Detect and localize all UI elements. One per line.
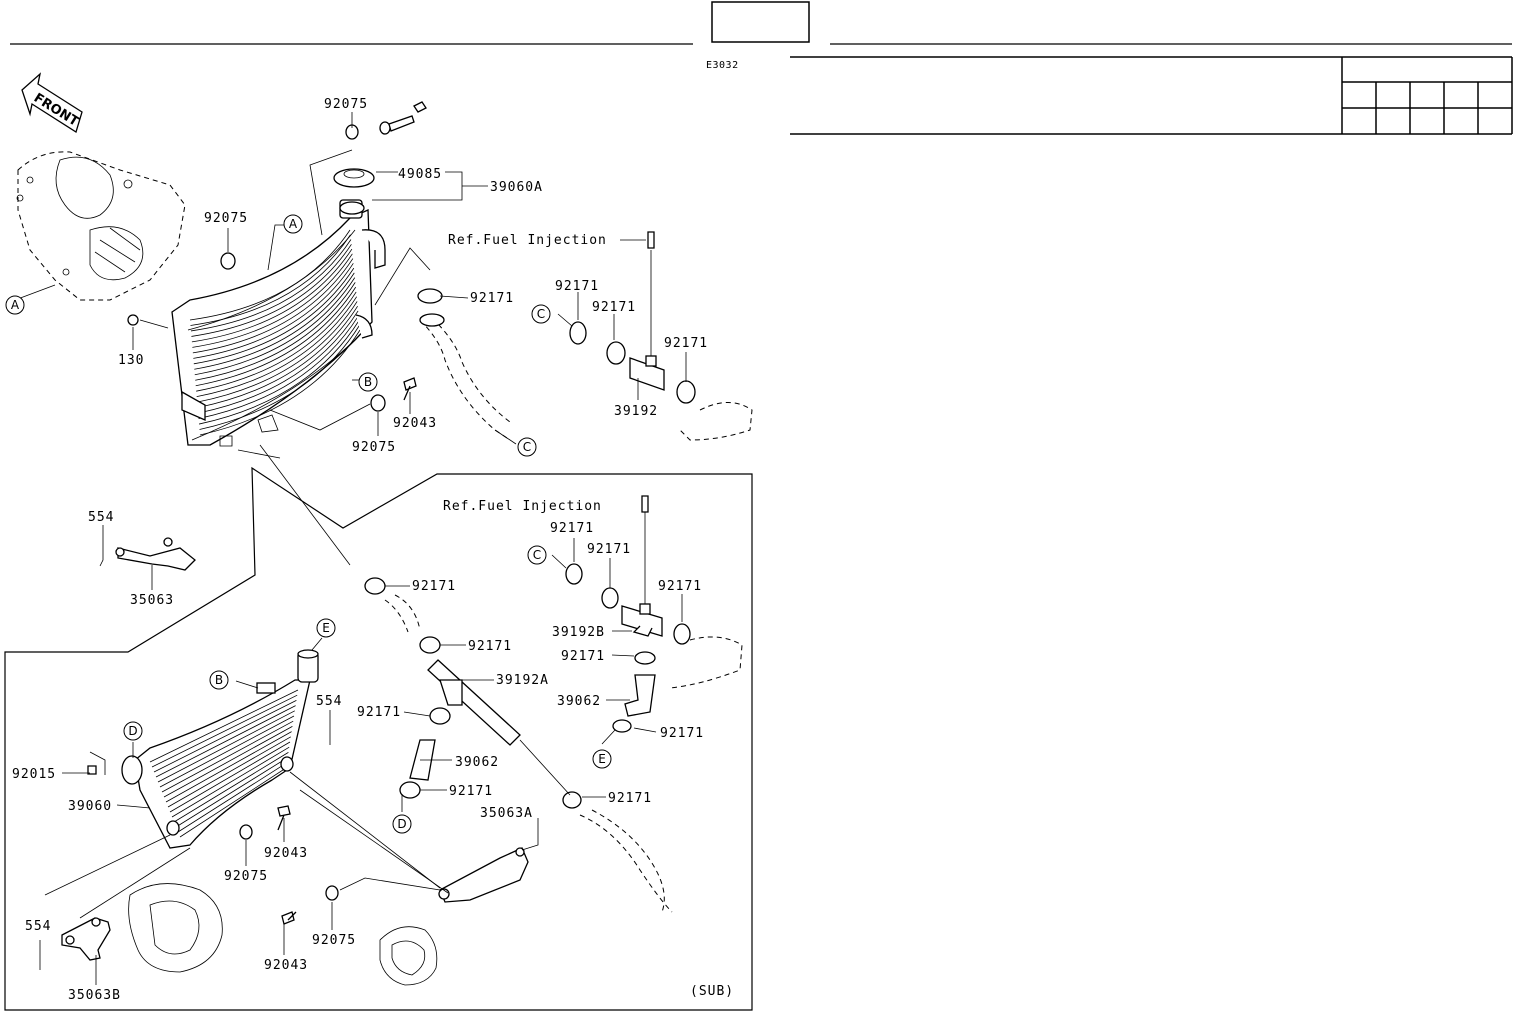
grommet-sub-a — [239, 824, 253, 840]
t-joint-upper — [569, 231, 753, 441]
callout-D1: D — [123, 721, 143, 741]
hose-upper — [417, 288, 511, 441]
callout-C3: C — [527, 545, 547, 565]
svg-text:E: E — [322, 621, 330, 635]
label-92171-e: 92171 — [550, 521, 594, 536]
info-table — [790, 56, 1513, 135]
label-39060: 39060 — [68, 799, 112, 814]
svg-text:A: A — [11, 298, 20, 312]
label-sub: (SUB) — [690, 984, 734, 999]
label-92171-d: 92171 — [664, 336, 708, 351]
bolt-92043-a — [403, 377, 417, 401]
grommet-left — [220, 252, 236, 270]
label-92043-b: 92043 — [264, 846, 308, 861]
label-92015: 92015 — [12, 767, 56, 782]
svg-text:C: C — [523, 440, 531, 454]
label-92171-m: 92171 — [449, 784, 493, 799]
svg-text:D: D — [128, 724, 137, 738]
radiator-main — [171, 199, 386, 447]
label-92075-c: 92075 — [224, 869, 268, 884]
label-92075-b: 92075 — [352, 440, 396, 455]
svg-text:C: C — [533, 548, 541, 562]
callout-E2: E — [592, 749, 612, 769]
svg-text:A: A — [289, 217, 298, 231]
radiator-cap — [333, 168, 375, 215]
label-92171-b: 92171 — [555, 279, 599, 294]
callout-A2: A — [5, 295, 25, 315]
label-92171-h: 92171 — [412, 579, 456, 594]
label-554-a: 554 — [88, 510, 114, 525]
label-92075-d: 92075 — [312, 933, 356, 948]
label-554-b: 554 — [316, 694, 342, 709]
label-92075-left: 92075 — [204, 211, 248, 226]
sub-frame — [4, 466, 753, 1011]
hoses-sub — [364, 495, 743, 913]
radiator-sub — [121, 649, 319, 849]
part-labels: 92075 49085 39060A 92075 130 92171 92171… — [12, 97, 734, 1003]
bracket-35063 — [99, 525, 196, 590]
label-92043-a: 92043 — [393, 416, 437, 431]
label-39192: 39192 — [614, 404, 658, 419]
callout-B2: B — [209, 670, 229, 690]
engine-cover-sub-left — [128, 883, 223, 973]
bolt-sub-a — [277, 805, 291, 831]
link-line-sub2 — [237, 449, 281, 459]
label-39192A: 39192A — [496, 673, 549, 688]
label-49085: 49085 — [398, 167, 442, 182]
label-39060A: 39060A — [490, 180, 543, 195]
callout-D2: D — [392, 814, 412, 834]
callout-C2: C — [517, 437, 537, 457]
bracket-35063A — [438, 847, 529, 903]
label-39062-b: 39062 — [455, 755, 499, 770]
svg-text:B: B — [364, 375, 372, 389]
frame-outline — [16, 151, 186, 301]
bracket-35063B — [61, 917, 111, 961]
top-bolt-group — [345, 101, 427, 140]
clip-92015 — [87, 765, 97, 775]
label-92171-l: 92171 — [660, 726, 704, 741]
callout-A1: A — [283, 214, 303, 234]
svg-text:C: C — [537, 307, 545, 321]
bolt-130 — [127, 314, 139, 326]
link-line-sub — [259, 444, 351, 566]
label-92075-top: 92075 — [324, 97, 368, 112]
label-ref-upper: Ref.Fuel Injection — [448, 233, 607, 248]
leaders-upper — [14, 112, 687, 445]
label-35063: 35063 — [130, 593, 174, 608]
diagram-code: E3032 — [706, 60, 739, 71]
label-92171-i: 92171 — [468, 639, 512, 654]
bolt-sub-b — [281, 911, 297, 925]
callouts: A A B C C C E B D E D — [5, 214, 612, 834]
label-92043-c: 92043 — [264, 958, 308, 973]
label-130: 130 — [118, 353, 144, 368]
svg-text:D: D — [397, 817, 406, 831]
leaders-sub — [39, 538, 683, 985]
engine-cover-sub-right — [379, 926, 438, 986]
svg-text:B: B — [215, 673, 223, 687]
label-ref-lower: Ref.Fuel Injection — [443, 499, 602, 514]
label-92171-a: 92171 — [470, 291, 514, 306]
label-39062-a: 39062 — [557, 694, 601, 709]
label-35063A: 35063A — [480, 806, 533, 821]
label-39192B: 39192B — [552, 625, 605, 640]
front-arrow-icon: FRONT — [21, 72, 83, 134]
callout-C1: C — [531, 304, 551, 324]
label-92171-n: 92171 — [608, 791, 652, 806]
label-92171-j: 92171 — [561, 649, 605, 664]
label-554-c: 554 — [25, 919, 51, 934]
label-92171-c: 92171 — [592, 300, 636, 315]
label-92171-f: 92171 — [587, 542, 631, 557]
grommet-lower — [370, 394, 386, 412]
label-35063B: 35063B — [68, 988, 121, 1003]
header-box — [711, 1, 810, 43]
callout-B1: B — [358, 372, 378, 392]
callout-E1: E — [316, 618, 336, 638]
label-92171-g: 92171 — [658, 579, 702, 594]
grommet-sub-b — [325, 885, 339, 901]
label-92171-k: 92171 — [357, 705, 401, 720]
svg-text:E: E — [598, 752, 606, 766]
